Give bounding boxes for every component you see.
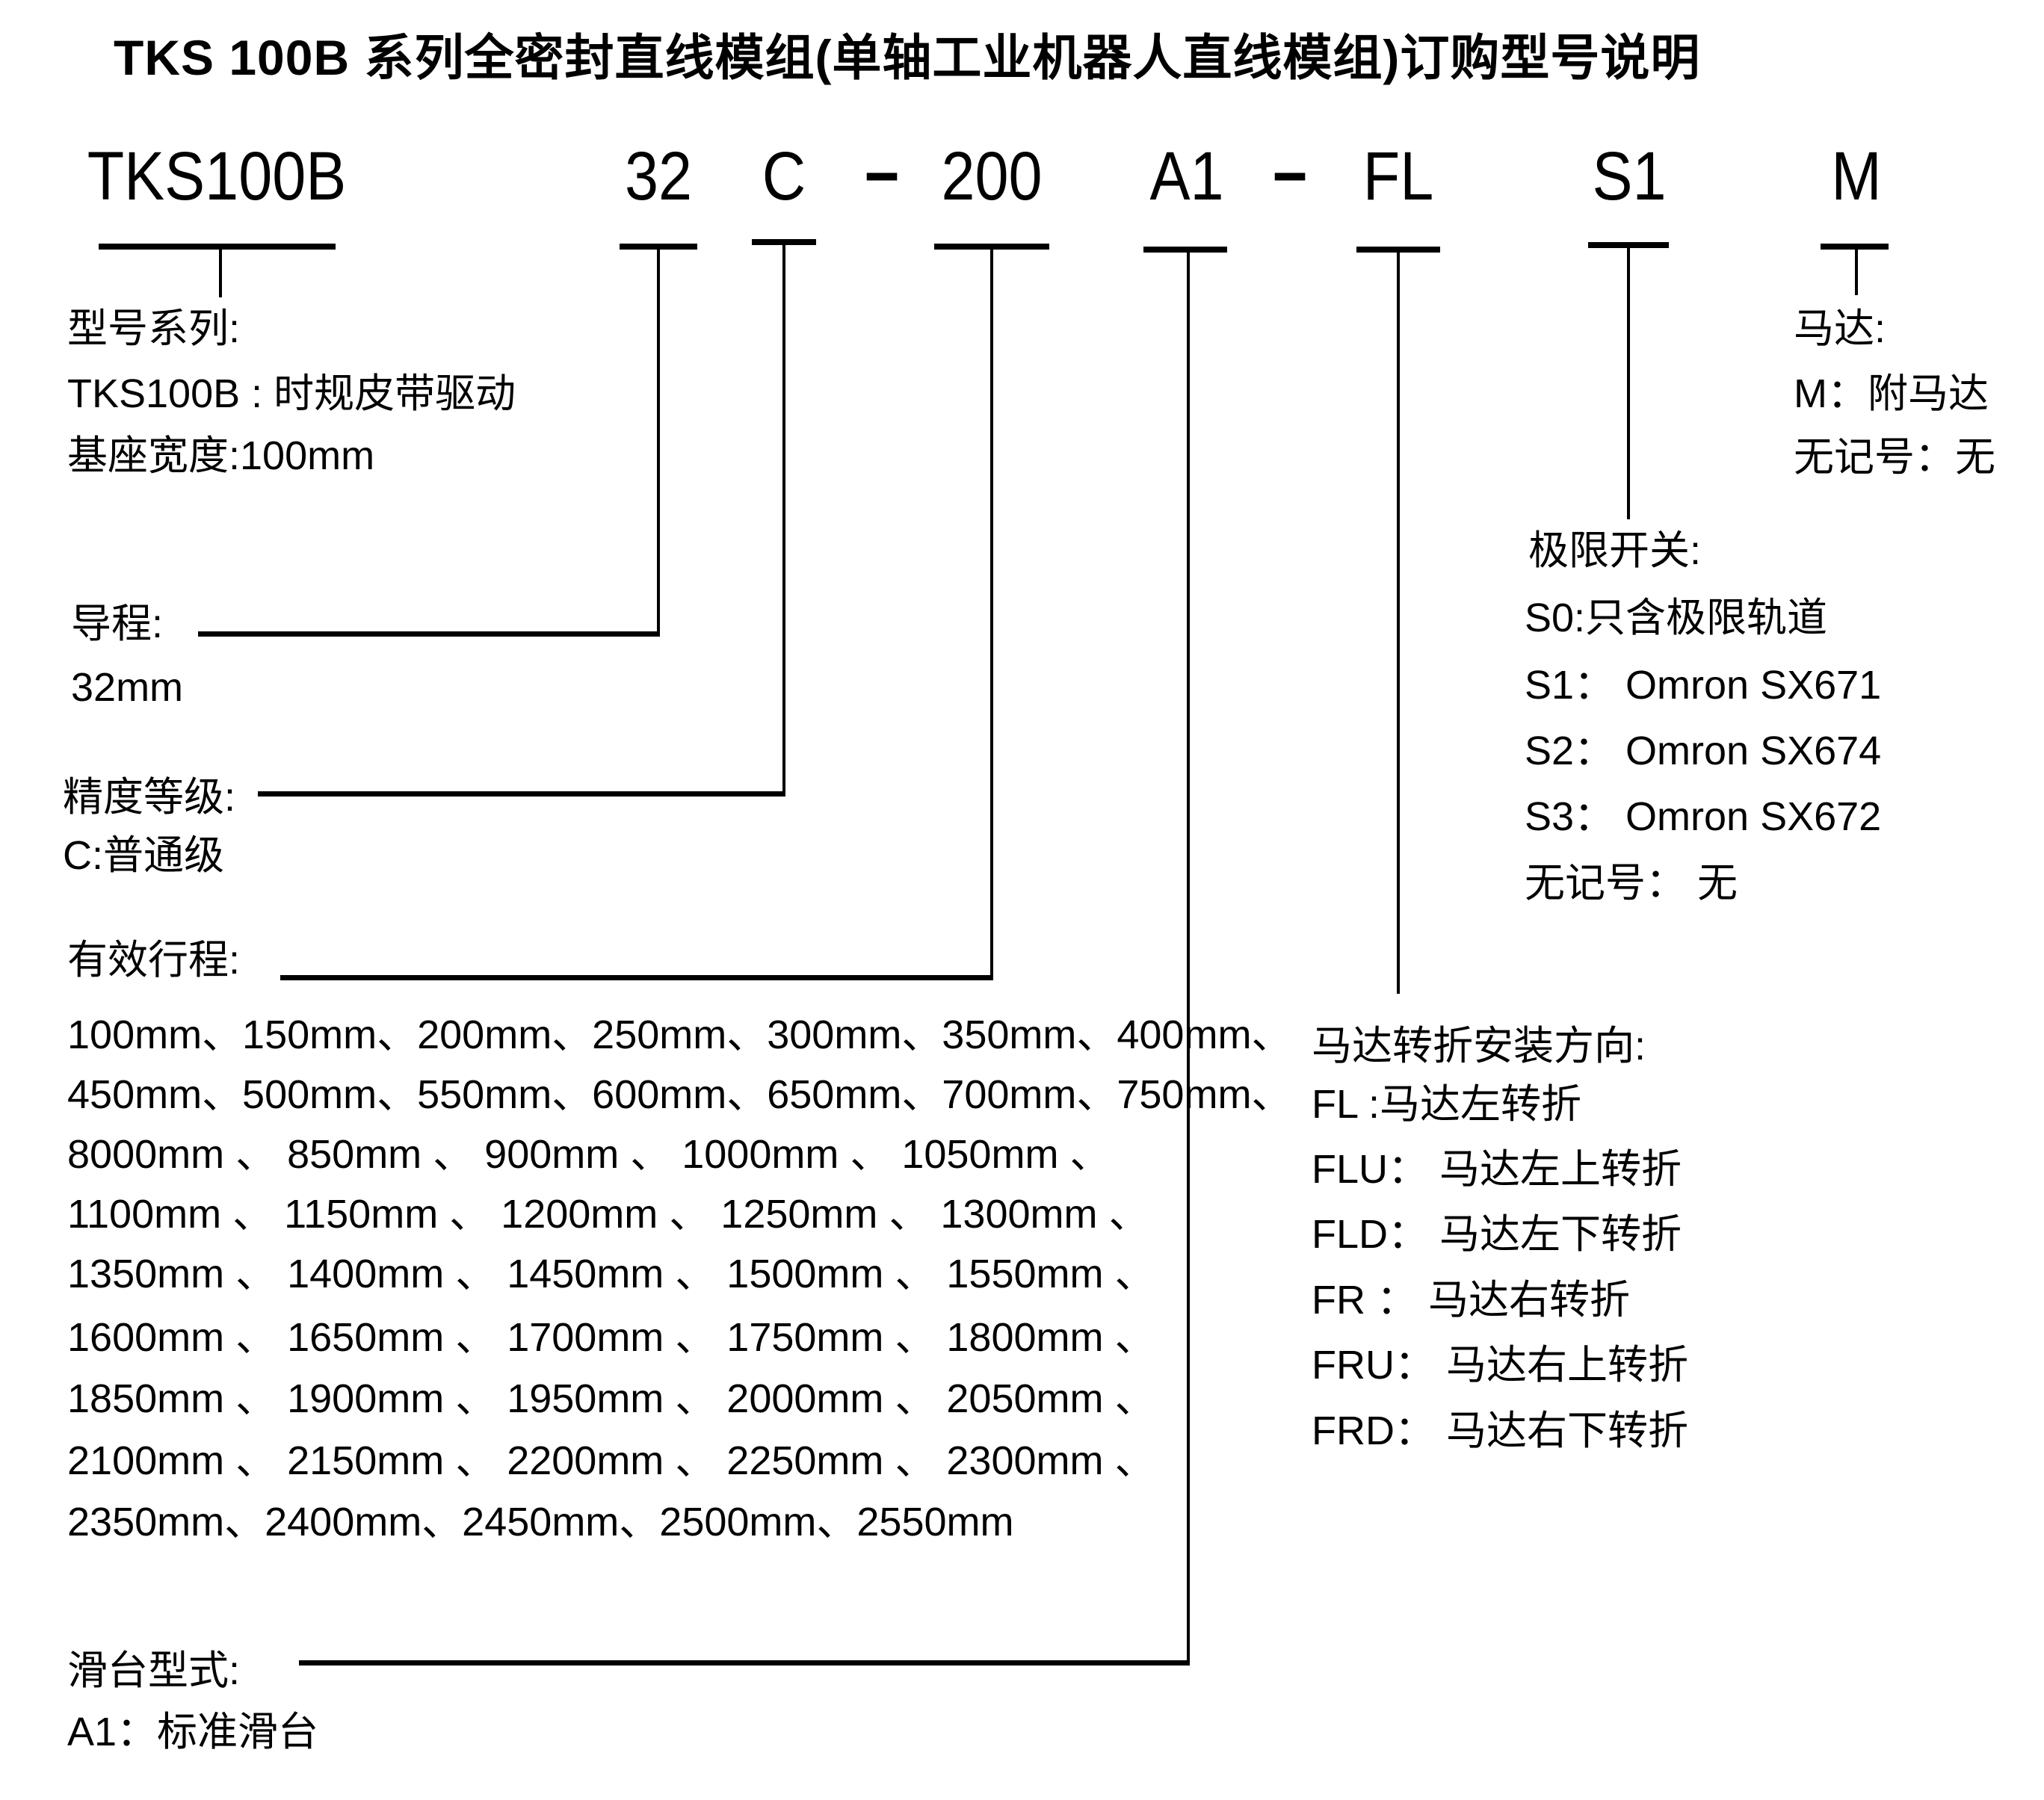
motor-direction-option-fr: FR ： 马达右转折 <box>1312 1278 1630 1323</box>
code-segment-direction: FL <box>1362 138 1434 214</box>
series-base-width: 基座宽度:100mm <box>67 433 375 478</box>
tick-direction <box>1356 247 1440 253</box>
accuracy-label: 精度等级: <box>63 775 236 820</box>
accuracy-value: C:普通级 <box>63 833 224 878</box>
lead-label: 导程: <box>71 601 164 646</box>
callout-line-stroke <box>990 250 993 980</box>
limit-switch-option-s2: S2： Omron SX674 <box>1525 729 1882 773</box>
limit-switch-option-s1: S1： Omron SX671 <box>1525 663 1882 708</box>
slider-label: 滑台型式: <box>67 1648 241 1693</box>
code-segment-accuracy: C <box>762 138 806 214</box>
callout-line-series <box>219 250 222 297</box>
callout-line-slider <box>1187 253 1190 1665</box>
code-segment-lead: 32 <box>624 138 693 214</box>
callout-line-direction <box>1397 253 1400 994</box>
lead-value: 32mm <box>71 665 184 710</box>
code-segment-slider: A1 <box>1149 138 1224 214</box>
callout-line-switch <box>1627 248 1630 519</box>
limit-switch-label: 极限开关: <box>1528 528 1702 573</box>
stroke-row: 1600mm 、 1650mm 、 1700mm 、 1750mm 、 1800… <box>67 1315 1155 1360</box>
callout-line-lead <box>657 250 660 636</box>
motor-direction-option-fl: FL :马达左转折 <box>1312 1082 1582 1127</box>
limit-switch-option-none: 无记号： 无 <box>1525 861 1738 906</box>
motor-option-m: M：附马达 <box>1794 371 1989 416</box>
series-description: TKS100B : 时规皮带驱动 <box>67 371 516 416</box>
callout-line-motor <box>1855 250 1858 295</box>
series-label: 型号系列: <box>67 306 241 351</box>
connector-line-slider <box>299 1660 1190 1666</box>
limit-switch-option-s0: S0:只含极限轨道 <box>1525 596 1828 640</box>
motor-direction-option-fld: FLD： 马达左下转折 <box>1312 1212 1682 1257</box>
tick-slider <box>1143 247 1227 253</box>
stroke-row: 2100mm 、 2150mm 、 2200mm 、 2250mm 、 2300… <box>67 1438 1155 1483</box>
connector-line-lead <box>198 631 660 637</box>
stroke-row: 1100mm 、 1150mm 、 1200mm 、 1250mm 、 1300… <box>67 1192 1149 1237</box>
code-dash-1: − <box>864 138 900 214</box>
tick-motor <box>1821 244 1889 250</box>
stroke-row: 1350mm 、 1400mm 、 1450mm 、 1500mm 、 1550… <box>67 1252 1155 1296</box>
motor-direction-label: 马达转折安装方向: <box>1312 1024 1646 1068</box>
code-segment-motor: M <box>1831 138 1882 214</box>
limit-switch-option-s3: S3： Omron SX672 <box>1525 794 1882 839</box>
code-segment-stroke: 200 <box>941 138 1043 214</box>
connector-line-stroke <box>280 975 993 980</box>
code-dash-2: − <box>1272 138 1308 214</box>
tick-accuracy <box>752 239 816 245</box>
stroke-row: 1850mm 、 1900mm 、 1950mm 、 2000mm 、 2050… <box>67 1376 1155 1421</box>
tick-stroke <box>934 244 1049 250</box>
tick-switch <box>1588 242 1669 248</box>
motor-label: 马达: <box>1794 306 1886 351</box>
tick-series <box>99 244 336 250</box>
callout-line-accuracy <box>782 245 785 796</box>
tick-lead <box>620 244 697 250</box>
connector-line-accuracy <box>258 791 785 797</box>
stroke-row: 450mm、500mm、550mm、600mm、650mm、700mm、750m… <box>67 1072 1292 1117</box>
slider-value: A1：标准滑台 <box>67 1710 319 1754</box>
motor-direction-option-flu: FLU： 马达左上转折 <box>1312 1147 1682 1192</box>
motor-direction-option-frd: FRD： 马达右下转折 <box>1312 1408 1688 1453</box>
code-segment-series: TKS100B <box>87 138 347 214</box>
stroke-label: 有效行程: <box>67 938 241 983</box>
stroke-row: 8000mm 、 850mm 、 900mm 、 1000mm 、 1050mm… <box>67 1132 1111 1177</box>
motor-direction-option-fru: FRU： 马达右上转折 <box>1312 1343 1688 1388</box>
stroke-row: 2350mm、2400mm、2450mm、2500mm、2550mm <box>67 1500 1014 1544</box>
stroke-row: 100mm、150mm、200mm、250mm、300mm、350mm、400m… <box>67 1012 1292 1057</box>
page-title: TKS 100B 系列全密封直线模组(单轴工业机器人直线模组)订购型号说明 <box>114 30 1701 85</box>
motor-option-none: 无记号：无 <box>1794 435 1995 480</box>
code-segment-switch: S1 <box>1592 138 1667 214</box>
